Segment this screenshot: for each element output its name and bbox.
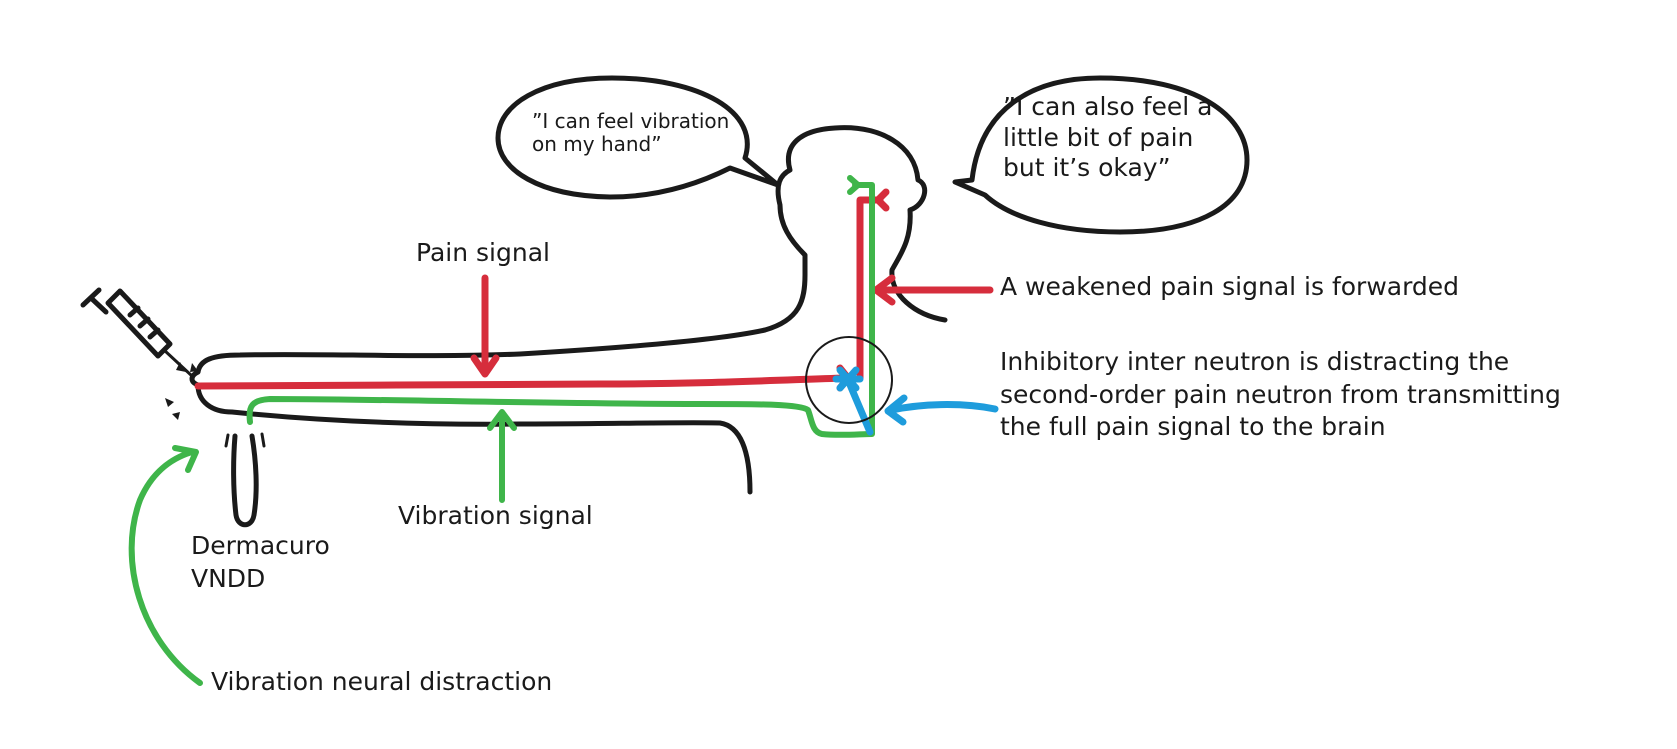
synapse-circle [805, 336, 893, 424]
speech-bubble-pain [952, 75, 1250, 235]
inhibitory-arrow [884, 394, 999, 426]
injection-splash-icon [165, 362, 198, 420]
vibration-device-icon [224, 432, 266, 528]
inhibitory-neuron [844, 376, 874, 436]
vibration-pathway [128, 175, 875, 686]
device-label-line2: VNDD [191, 563, 266, 593]
pain-signal-label: Pain signal [416, 238, 550, 267]
arm-top-outline [195, 125, 948, 375]
vibration-distraction-label: Vibration neural distraction [211, 667, 553, 696]
inhibitory-label-line2: second-order pain neutron from transmitt… [1000, 379, 1561, 409]
pain-quote-line2: little bit of pain [1003, 122, 1194, 152]
device-label-line1: Dermacuro [191, 531, 330, 560]
speech-bubble-hand [495, 75, 781, 200]
vibration-distraction-arrow [128, 445, 203, 686]
vibration-brain-terminal [847, 175, 861, 195]
pain-pathway [194, 188, 994, 392]
weakened-pain-arrow [872, 274, 994, 306]
inhibitory-pathway [832, 366, 999, 436]
pain-quote-line3: but it’s okay” [1003, 153, 1171, 182]
inhibitory-label-line1: Inhibitory inter neutron is distracting … [1000, 347, 1510, 376]
device-label: Dermacuro VNDD [191, 530, 330, 595]
arm-bottom-outline [195, 382, 753, 495]
weakened-pain-label: A weakened pain signal is forwarded [1000, 272, 1460, 301]
inhibitory-label-line3: the full pain signal to the brain [1000, 412, 1386, 441]
pain-nerve [194, 374, 849, 390]
vibration-signal-label: Vibration signal [398, 501, 593, 530]
inhibitory-label: Inhibitory inter neutron is distracting … [1000, 346, 1561, 444]
inhibitory-star [832, 366, 864, 392]
hand-quote: ”I can feel vibration on my hand” [532, 110, 729, 156]
vibration-signal-arrow [487, 409, 517, 503]
hand-quote-line1: ”I can feel vibration [532, 109, 730, 133]
pain-quote-line1: ”I can also feel a [1003, 92, 1213, 121]
vibration-nerve [246, 182, 875, 438]
pain-signal-arrow [470, 274, 500, 378]
pain-quote: ”I can also feel a little bit of pain bu… [1003, 92, 1212, 184]
hand-quote-line2: on my hand” [532, 132, 662, 156]
pain-brain-terminal [874, 188, 890, 212]
syringe-icon [80, 287, 194, 378]
